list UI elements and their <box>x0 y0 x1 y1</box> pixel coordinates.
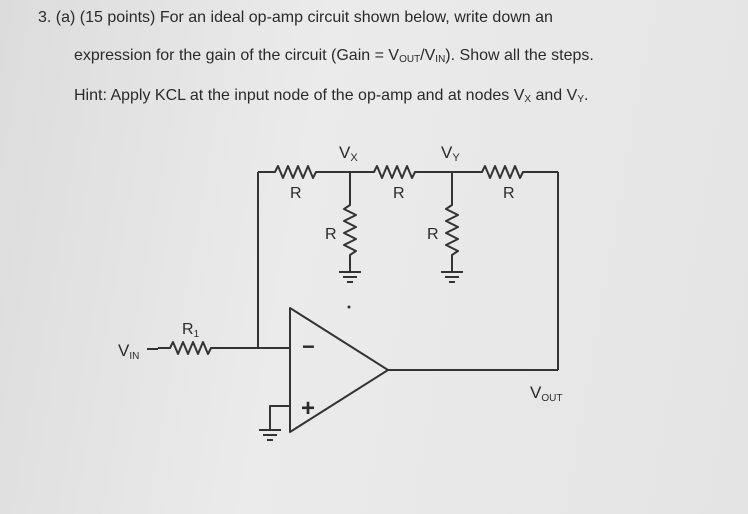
vout-label: VOUT <box>530 383 562 404</box>
r-top-1-label: R <box>290 185 302 202</box>
resistor-top-1 <box>258 165 350 179</box>
resistor-top-3 <box>452 165 558 179</box>
op-amp-triangle <box>289 307 389 433</box>
resistor-shunt-vx <box>343 172 357 272</box>
r1-label: R1 <box>182 321 200 340</box>
question-line-3: Hint: Apply KCL at the input node of the… <box>74 87 589 105</box>
node-vx-label: VX <box>339 143 358 164</box>
wire-noninverting <box>269 405 290 430</box>
r-shunt-1-label: R <box>325 226 337 243</box>
resistor-top-2 <box>350 165 452 179</box>
resistor-r1 <box>158 341 290 355</box>
vin-label: VIN <box>118 341 139 362</box>
ground-noninverting <box>259 429 281 441</box>
node-vy-label: VY <box>441 143 460 164</box>
r-top-2-label: R <box>393 185 405 202</box>
question-line-1: 3. (a) (15 points) For an ideal op-amp c… <box>38 9 553 26</box>
r-shunt-2-label: R <box>427 226 439 243</box>
ground-vy <box>441 271 463 283</box>
r-top-3-label: R <box>503 185 515 202</box>
noninverting-sign: + <box>301 395 315 422</box>
question-line-2: expression for the gain of the circuit (… <box>74 47 594 65</box>
inverting-sign: − <box>302 334 315 359</box>
resistor-shunt-vy <box>445 172 459 272</box>
dot-mark <box>347 305 351 309</box>
ground-vx <box>339 271 361 283</box>
